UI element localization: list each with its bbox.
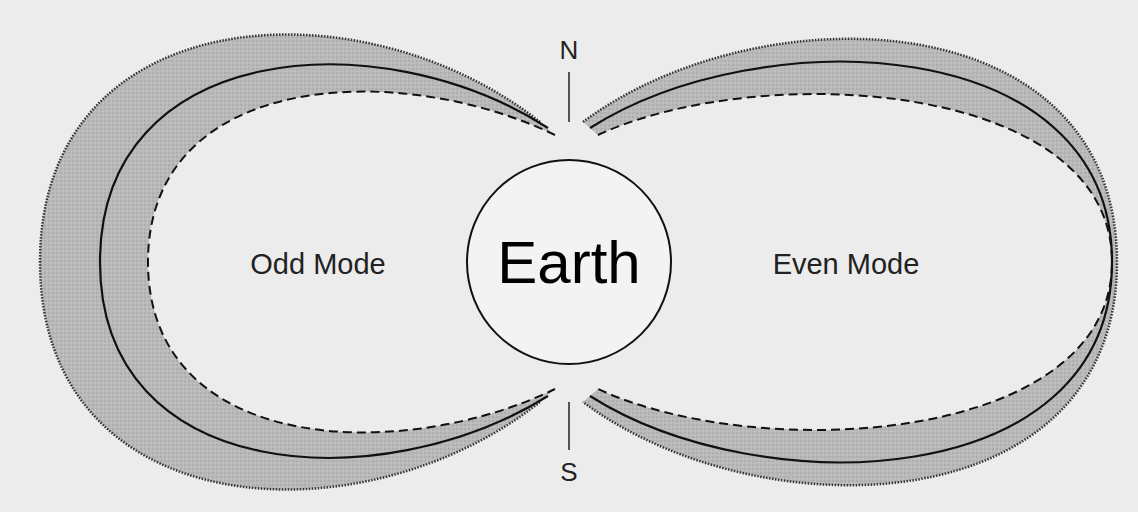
south-axis [568, 402, 570, 450]
dashed-field-line [598, 94, 1112, 430]
pole-label: N [560, 35, 579, 66]
earth-circle: Earth [466, 159, 672, 365]
mode-label: Odd Mode [250, 248, 385, 281]
mode-label: Even Mode [773, 248, 920, 281]
north-axis [568, 72, 570, 122]
pole-label: S [560, 457, 577, 488]
node-text: Earth [497, 228, 640, 297]
outer-field-line [40, 34, 540, 489]
